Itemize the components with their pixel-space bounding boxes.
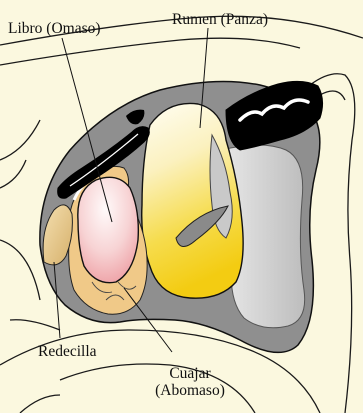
label-libro-omaso: Libro (Omaso) (8, 20, 101, 37)
label-cuajar-line2: (Abomaso) (140, 382, 240, 399)
label-cuajar-line1: Cuajar (140, 365, 240, 382)
label-redecilla: Redecilla (38, 343, 97, 360)
omasum (78, 177, 139, 282)
label-rumen-panza: Rumen (Panza) (172, 11, 268, 28)
label-cuajar-abomaso: Cuajar (Abomaso) (140, 365, 240, 399)
